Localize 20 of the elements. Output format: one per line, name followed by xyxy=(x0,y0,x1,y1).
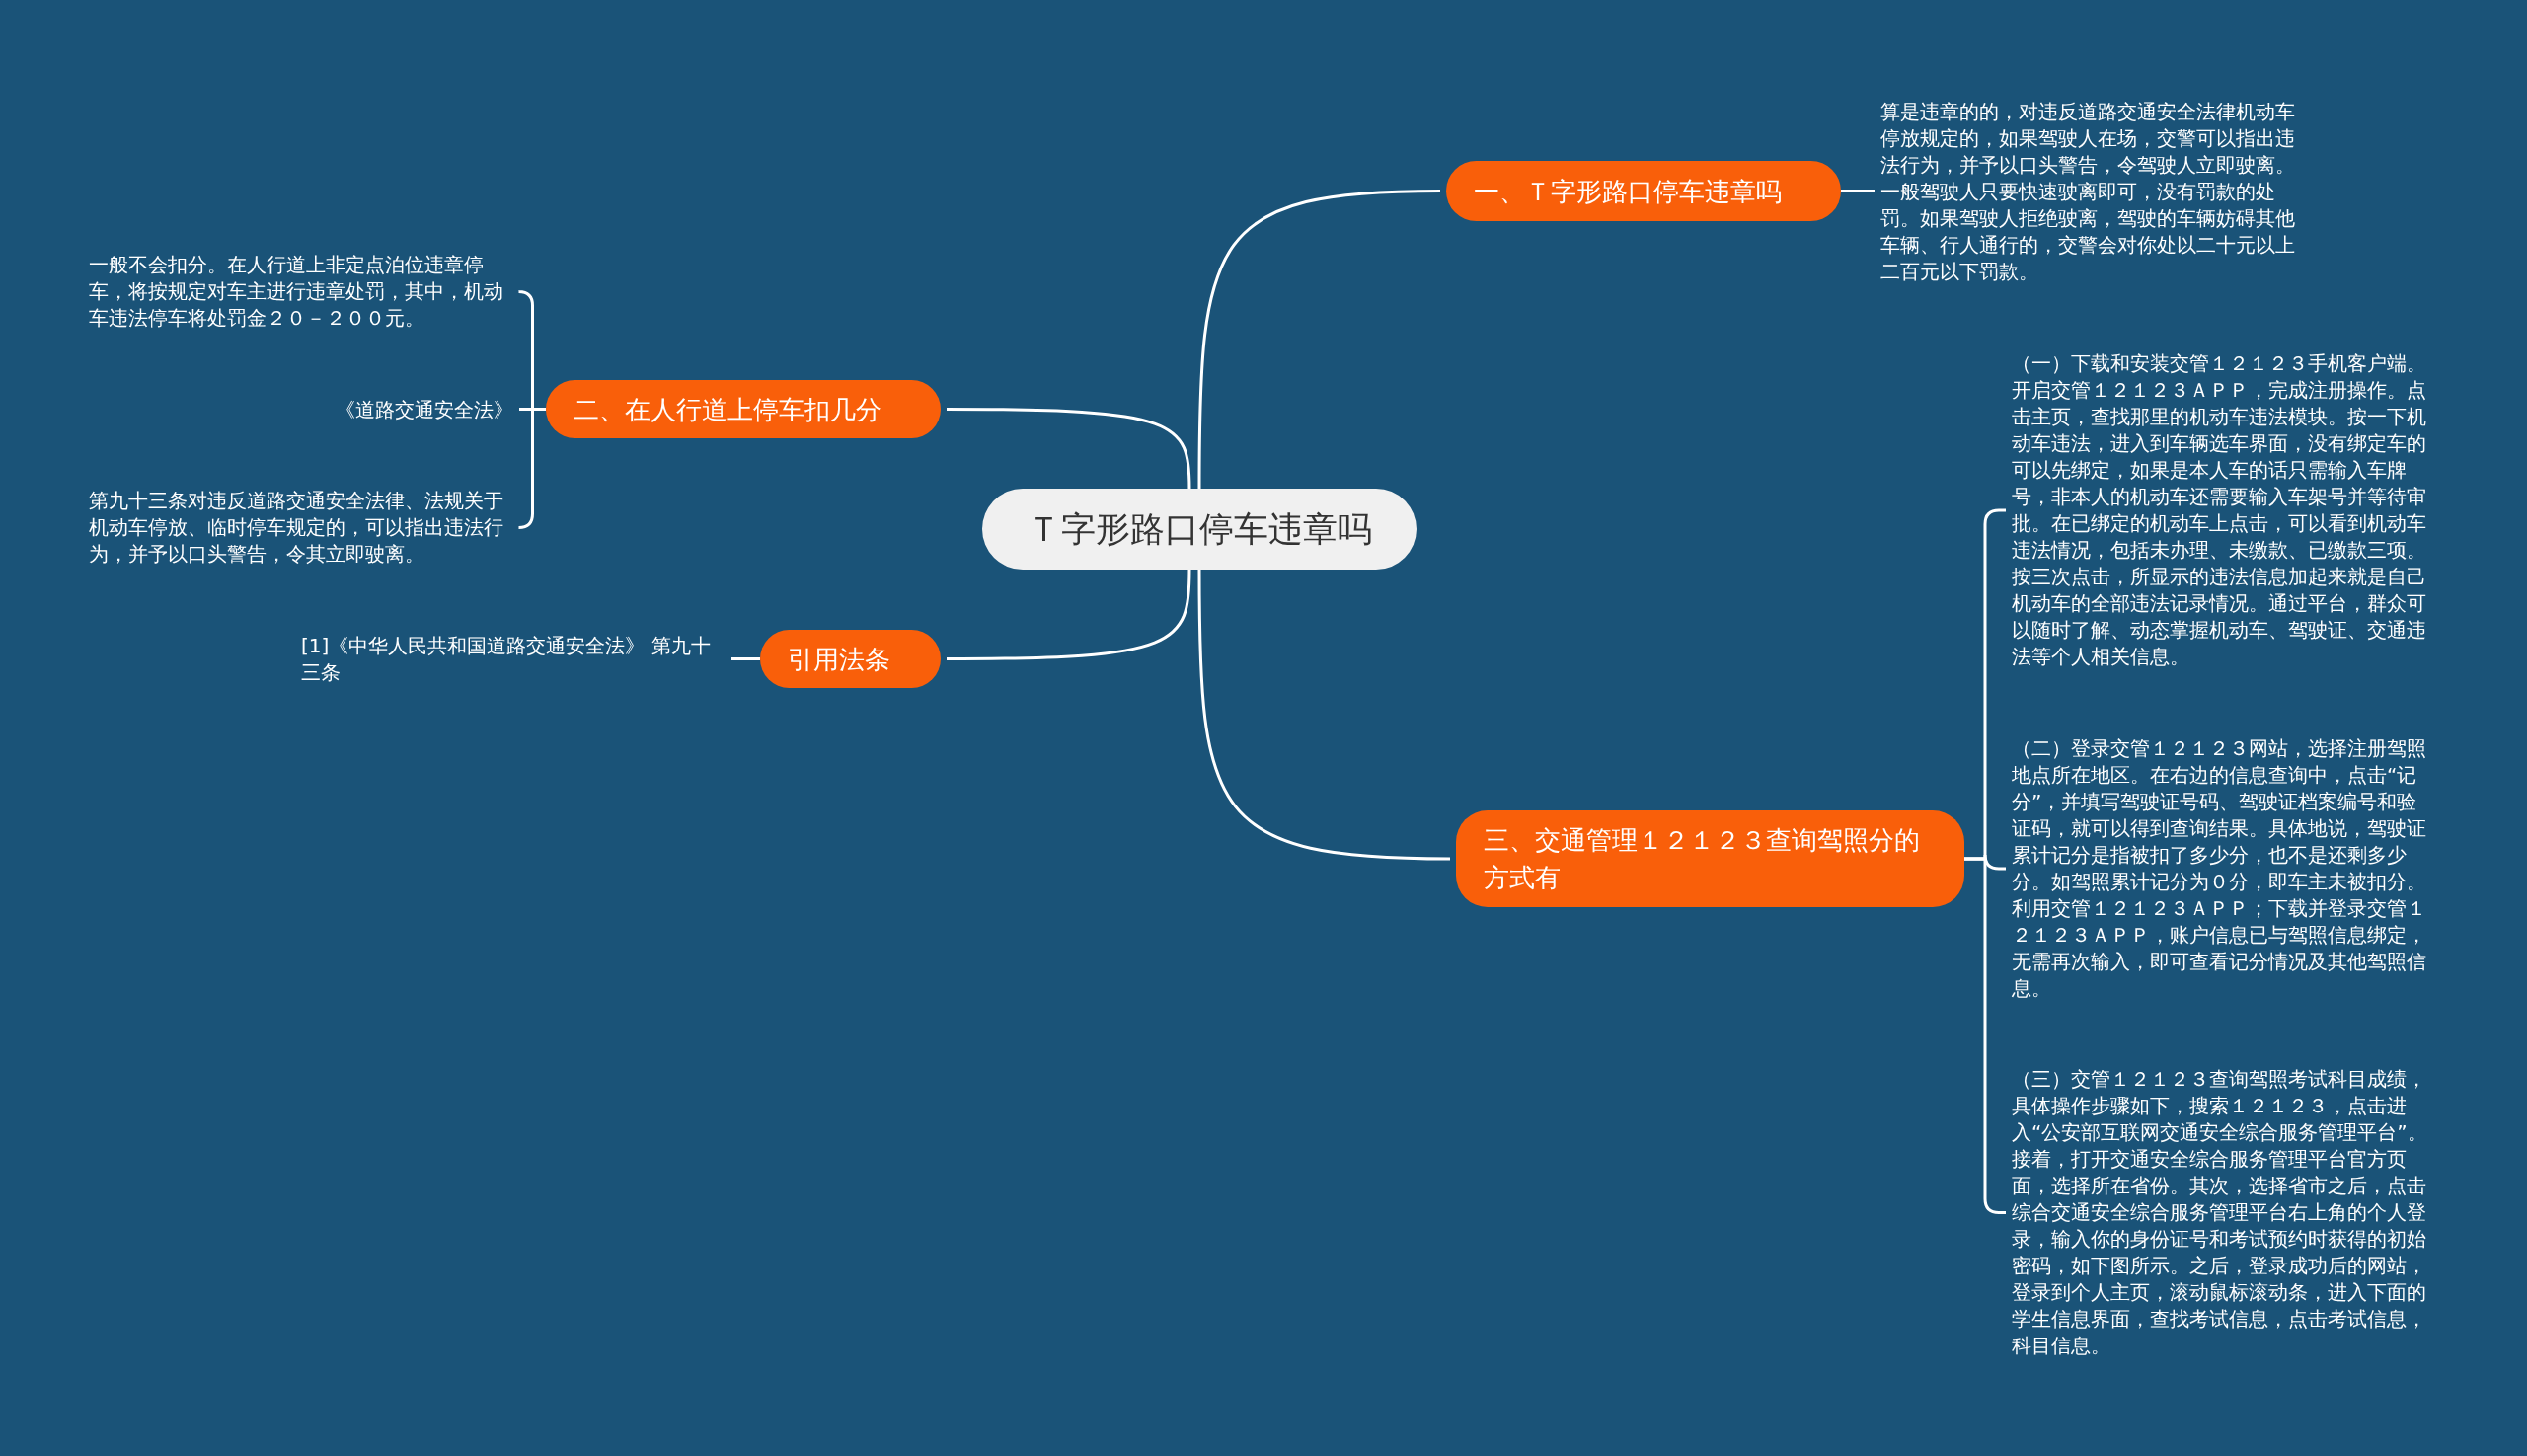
note-text: （二）登录交管１２１２３网站，选择注册驾照地点所在地区。在右边的信息查询中，点击“记分”，并填写驾驶证号码、驾驶证档案编号和验证码，就可以得到查询结果。具体地说，驾驶证累计记分是指被扣了多少分，也不是还剩多少分。如驾照累计记分为０分，即车主未被扣分。利用交管１２１２３ＡＰＰ；下载并登录交管１２１２３ＡＰＰ，账户信息已与驾照信息绑定，无需再次输入，即可查看记分情况及其他驾照信息。 xyxy=(2012,735,2436,1002)
branch-topic: 一、Ｔ字形路口停车违章吗 xyxy=(1446,161,1841,221)
connector-line xyxy=(517,408,546,529)
branch-topic: 引用法条 xyxy=(760,630,941,688)
connector-line xyxy=(1841,190,1875,192)
note-text: 《道路交通安全法》 xyxy=(336,397,513,423)
note-text: （一）下载和安装交管１２１２３手机客户端。开启交管１２１２３ＡＰＰ，完成注册操作。点击主页，查找那里的机动车违法模块。按一下机动车违法，进入到车辆选车界面，没有绑定车的可以先绑定，如果是本人车的话只需输入车牌号，非本人的机动车还需要输入车架号并等待审批。在已绑定的机动车上点击，可以看到机动车违法情况，包括未办理、未缴款、已缴款三项。按三次点击，所显示的违法信息加起来就是自己机动车的全部违法记录情况。通过平台，群众可以随时了解、动态掌握机动车、驾驶证、交通违法等个人相关信息。 xyxy=(2012,350,2436,670)
central-topic: Ｔ字形路口停车违章吗 xyxy=(982,489,1417,570)
connector-line xyxy=(1197,190,1441,489)
connector-line xyxy=(947,408,1191,490)
note-text: 算是违章的的，对违反道路交通安全法律机动车停放规定的，如果驾驶人在场，交警可以指出违法行为，并予以口头警告，令驾驶人立即驶离。一般驾驶人只要快速驶离即可，没有罚款的处罚。如果驾驶人拒绝驶离，驾驶的车辆妨碍其他车辆、行人通行的，交警会对你处以二十元以上二百元以下罚款。 xyxy=(1880,99,2305,285)
branch-topic: 二、在人行道上停车扣几分 xyxy=(546,380,941,438)
connector-line xyxy=(947,569,1191,660)
connector-line xyxy=(731,657,760,660)
note-text: （三）交管１２１２３查询驾照考试科目成绩，具体操作步骤如下，搜索１２１２３，点击进入“公安部互联网交通安全综合服务管理平台”。接着，打开交通安全综合服务管理平台官方页面，选择所在省份。其次，选择省市之后，点击综合交通安全综合服务管理平台右上角的个人登录，输入你的身份证号和考试预约时获得的初始密码，如下图所示。之后，登录成功后的网站，登录到个人主页，滚动鼠标滚动条，进入下面的学生信息界面，查找考试信息，点击考试信息，科目信息。 xyxy=(2012,1066,2436,1359)
note-text: [1]《中华人民共和国道路交通安全法》 第九十三条 xyxy=(301,633,726,686)
note-text: 第九十三条对违反道路交通安全法律、法规关于机动车停放、临时停车规定的，可以指出违法行为，并予以口头警告，令其立即驶离。 xyxy=(89,488,513,568)
connector-line xyxy=(1197,570,1451,861)
note-text: 一般不会扣分。在人行道上非定点泊位违章停车，将按规定对车主进行违章处罚，其中，机动车违法停车将处罚金２０－２００元。 xyxy=(89,252,513,332)
branch-topic: 三、交通管理１２１２３查询驾照分的方式有 xyxy=(1456,810,1964,907)
